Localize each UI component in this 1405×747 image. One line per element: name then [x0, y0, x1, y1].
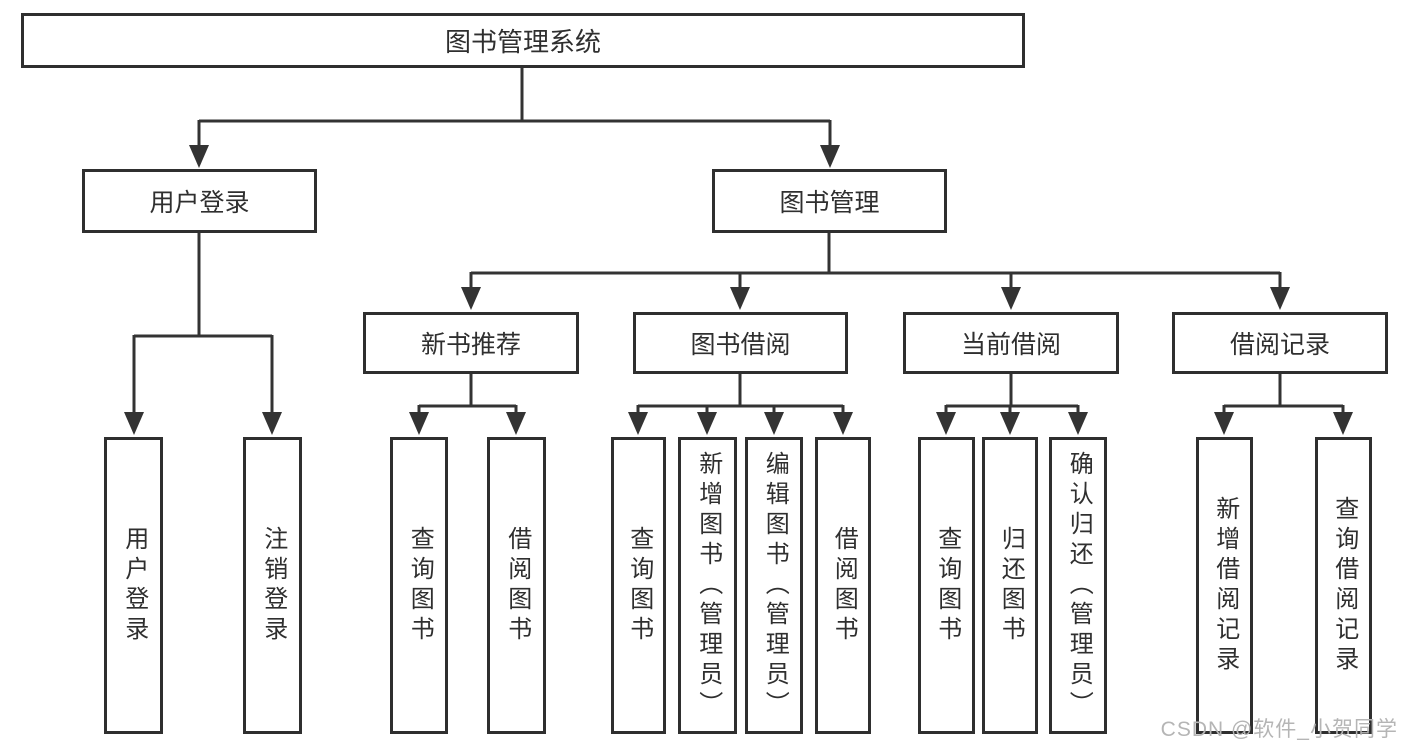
leaf-bb-query-books-label: 查询图书 [625, 525, 653, 646]
leaf-cb-query-books-label: 查询图书 [933, 525, 961, 646]
node-book-management: 图书管理 [712, 169, 947, 233]
node-book-management-label: 图书管理 [779, 189, 880, 217]
leaf-br-add-record: 新增借阅记录 [1196, 437, 1253, 734]
leaf-bb-borrow-books-label: 借阅图书 [830, 525, 858, 646]
leaf-logout: 注销登录 [243, 437, 302, 734]
node-user-login: 用户登录 [82, 169, 317, 233]
node-current-borrow: 当前借阅 [903, 312, 1119, 374]
leaf-bb-add-books-admin-label: 新增图书（管理员） [694, 450, 722, 721]
leaf-cb-confirm-return-admin: 确认归还（管理员） [1049, 437, 1107, 734]
leaf-logout-label: 注销登录 [259, 525, 287, 646]
watermark: CSDN @软件_小贺同学 [1160, 718, 1398, 741]
leaf-nb-query-books-label: 查询图书 [406, 525, 434, 646]
leaf-bb-edit-books-admin: 编辑图书（管理员） [745, 437, 803, 734]
leaf-br-query-record: 查询借阅记录 [1315, 437, 1372, 734]
leaf-user-login: 用户登录 [104, 437, 163, 734]
leaf-bb-edit-books-admin-label: 编辑图书（管理员） [761, 450, 789, 721]
leaf-cb-query-books: 查询图书 [918, 437, 975, 734]
leaf-br-add-record-label: 新增借阅记录 [1211, 495, 1239, 676]
node-book-borrow: 图书借阅 [633, 312, 848, 374]
leaf-cb-return-books: 归还图书 [982, 437, 1038, 734]
node-new-book-recommend-label: 新书推荐 [420, 331, 521, 359]
node-library-system: 图书管理系统 [21, 13, 1025, 68]
leaf-nb-query-books: 查询图书 [390, 437, 448, 734]
node-book-borrow-label: 图书借阅 [690, 331, 791, 359]
leaf-user-login-label: 用户登录 [120, 525, 148, 646]
node-new-book-recommend: 新书推荐 [363, 312, 579, 374]
leaf-br-query-record-label: 查询借阅记录 [1330, 495, 1358, 676]
node-borrow-record-label: 借阅记录 [1229, 331, 1330, 359]
leaf-nb-borrow-books-label: 借阅图书 [503, 525, 531, 646]
node-user-login-label: 用户登录 [149, 189, 250, 217]
node-library-system-label: 图书管理系统 [444, 27, 601, 57]
node-current-borrow-label: 当前借阅 [960, 331, 1061, 359]
leaf-bb-borrow-books: 借阅图书 [815, 437, 871, 734]
leaf-nb-borrow-books: 借阅图书 [487, 437, 546, 734]
node-borrow-record: 借阅记录 [1172, 312, 1388, 374]
leaf-cb-confirm-return-admin-label: 确认归还（管理员） [1065, 450, 1093, 721]
leaf-bb-add-books-admin: 新增图书（管理员） [678, 437, 737, 734]
leaf-bb-query-books: 查询图书 [611, 437, 666, 734]
leaf-cb-return-books-label: 归还图书 [997, 525, 1025, 646]
